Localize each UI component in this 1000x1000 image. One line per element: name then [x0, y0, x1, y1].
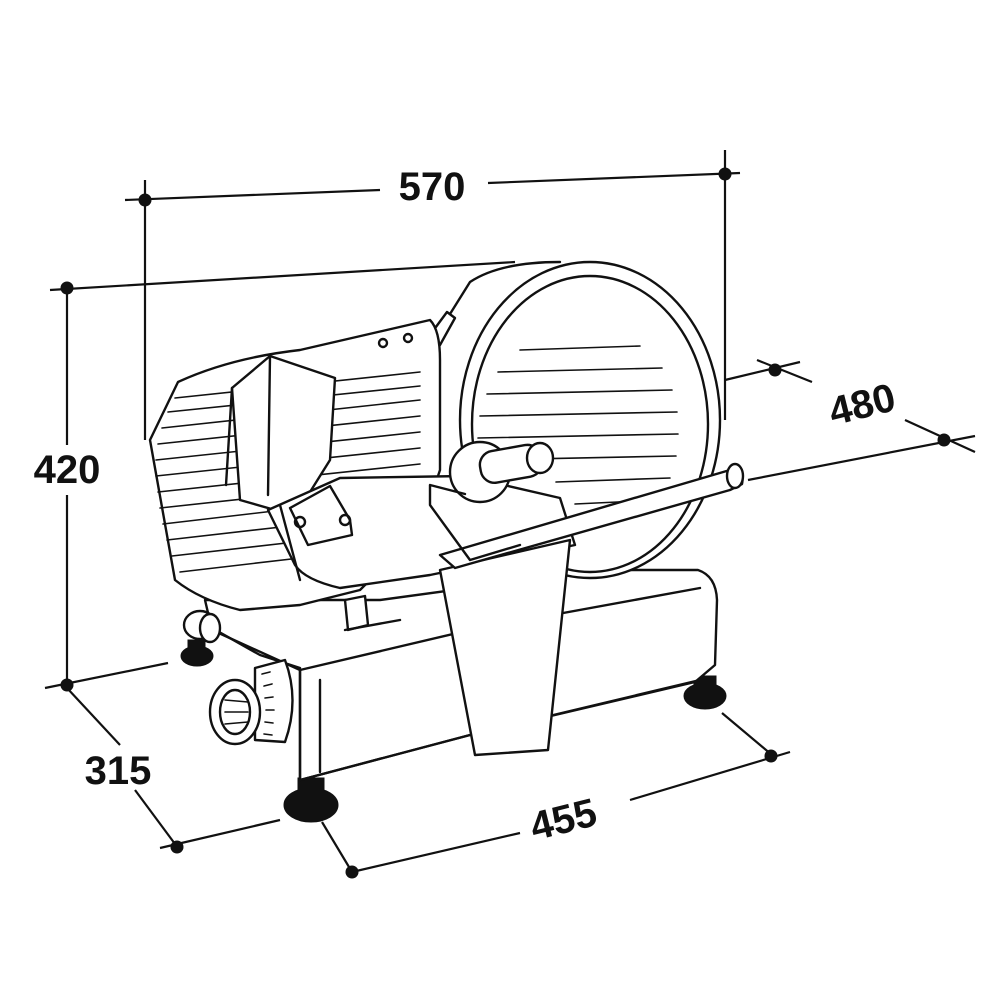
- power-switch[interactable]: [182, 609, 222, 644]
- food-pusher: [230, 354, 337, 512]
- dimension-dots: [60, 167, 951, 879]
- carriage-bracket: [343, 594, 370, 632]
- dimension-label-570: 570: [399, 165, 466, 209]
- dimension-label-480: 480: [825, 376, 900, 435]
- thickness-control-knob[interactable]: [208, 658, 294, 746]
- dimension-label-420: 420: [34, 448, 101, 492]
- indicator-light-1: [377, 337, 389, 349]
- dimension-label-455: 455: [526, 791, 601, 850]
- meat-slicer-drawing: [148, 260, 745, 823]
- support-post: [438, 538, 572, 757]
- indicator-light-2: [402, 332, 414, 344]
- dimension-label-315: 315: [85, 749, 152, 793]
- pusher-arm-plate: [288, 484, 354, 547]
- knob-scale-ticks: [261, 671, 275, 736]
